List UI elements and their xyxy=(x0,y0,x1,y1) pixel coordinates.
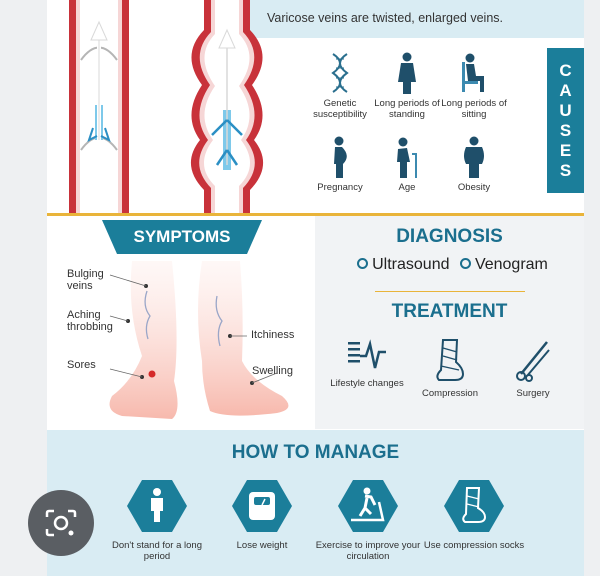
treatment-lifestyle: Lifestyle changes xyxy=(327,338,407,389)
standing-person-icon xyxy=(398,52,416,94)
manage-item-compression-socks: Use compression socks xyxy=(419,478,529,551)
obese-person-icon xyxy=(464,136,484,178)
cause-standing: Long periods of standing xyxy=(372,52,442,120)
surgery-tools-icon xyxy=(516,341,550,382)
symptom-label: Aching throbbing xyxy=(67,309,113,333)
cause-label: Age xyxy=(398,182,416,193)
cause-genetic: Genetic susceptibility xyxy=(305,52,375,120)
gold-divider xyxy=(375,291,525,292)
treatment-title: TREATMENT xyxy=(391,301,508,322)
bullet-icon xyxy=(357,257,369,269)
cause-label: Genetic susceptibility xyxy=(313,98,367,120)
causes-tab-letter: A xyxy=(559,80,572,100)
manage-item-lose-weight: Lose weight xyxy=(207,478,317,551)
treatment-label: Surgery xyxy=(516,388,550,399)
lifestyle-icon xyxy=(348,339,386,369)
symptoms-banner xyxy=(102,220,262,254)
cause-sitting: Long periods of sitting xyxy=(439,52,509,120)
bullet-icon xyxy=(459,257,471,269)
treatment-label: Compression xyxy=(422,388,478,399)
caption-bar xyxy=(207,0,584,38)
pregnant-woman-icon xyxy=(334,136,347,178)
manage-item-dont-stand: Don't stand for a long period xyxy=(102,478,212,562)
cause-pregnancy: Pregnancy xyxy=(305,136,375,193)
cause-label: Obesity xyxy=(457,182,491,193)
symptom-label: Bulging veins xyxy=(67,268,104,292)
dna-icon xyxy=(331,53,349,93)
scale-icon xyxy=(232,480,292,532)
lens-camera-icon xyxy=(45,509,77,537)
cause-obesity: Obesity xyxy=(439,136,509,193)
cause-label: Long periods of standing xyxy=(374,98,440,120)
diagnosis-item: Ultrasound xyxy=(372,256,450,273)
legs-illustration xyxy=(109,261,289,419)
diagnosis-list: Ultrasound Venogram xyxy=(315,256,584,274)
causes-section: Varicose veins are twisted, enlarged vei… xyxy=(47,0,584,213)
caption-text: Varicose veins are twisted, enlarged vei… xyxy=(267,11,503,25)
compression-socks-icon xyxy=(444,480,504,532)
compression-stocking-icon xyxy=(436,339,465,381)
manage-label: Lose weight xyxy=(236,540,288,551)
symptom-label: Itchiness xyxy=(251,329,295,341)
cause-label: Long periods of sitting xyxy=(441,98,507,120)
lens-search-button[interactable] xyxy=(28,490,94,556)
manage-label: Exercise to improve your circulation xyxy=(315,540,421,562)
manage-label: Use compression socks xyxy=(423,540,525,551)
manage-item-exercise: Exercise to improve your circulation xyxy=(313,478,423,562)
causes-tab-letter: E xyxy=(559,140,572,160)
person-icon xyxy=(127,480,187,532)
treadmill-icon xyxy=(338,480,398,532)
treatment-label: Lifestyle changes xyxy=(330,378,404,389)
causes-tab-letter: U xyxy=(559,100,572,120)
healthy-vein-illustration xyxy=(69,0,129,213)
causes-tab: C A U S E S xyxy=(547,48,584,193)
treatment-compression: Compression xyxy=(410,338,490,399)
infographic-panel: Varicose veins are twisted, enlarged vei… xyxy=(47,0,584,576)
symptom-label: Swelling xyxy=(252,365,293,377)
symptom-label: Sores xyxy=(67,359,96,371)
symptoms-section: SYMPTOMS Bulging veins xyxy=(47,216,315,429)
treatment-surgery: Surgery xyxy=(493,338,573,399)
diagnosis-item: Venogram xyxy=(474,256,548,273)
diagnosis-treatment-section: DIAGNOSIS Ultrasound Venogram TREATMENT … xyxy=(315,216,584,429)
cause-age: Age xyxy=(372,136,442,193)
elderly-person-icon xyxy=(397,137,417,178)
causes-tab-letter: S xyxy=(559,120,572,140)
causes-tab-letter: C xyxy=(559,60,572,80)
manage-label: Don't stand for a long period xyxy=(111,540,202,562)
manage-title: HOW TO MANAGE xyxy=(231,442,400,463)
varicose-vein-illustration xyxy=(190,0,264,213)
causes-tab-letter: S xyxy=(559,160,572,180)
sitting-person-icon xyxy=(462,53,484,92)
section-divider xyxy=(47,213,584,216)
cause-label: Pregnancy xyxy=(317,182,363,193)
manage-section: HOW TO MANAGE Don't stand for a long per… xyxy=(47,430,584,576)
symptoms-title: SYMPTOMS xyxy=(133,227,231,246)
diagnosis-title: DIAGNOSIS xyxy=(396,226,503,247)
